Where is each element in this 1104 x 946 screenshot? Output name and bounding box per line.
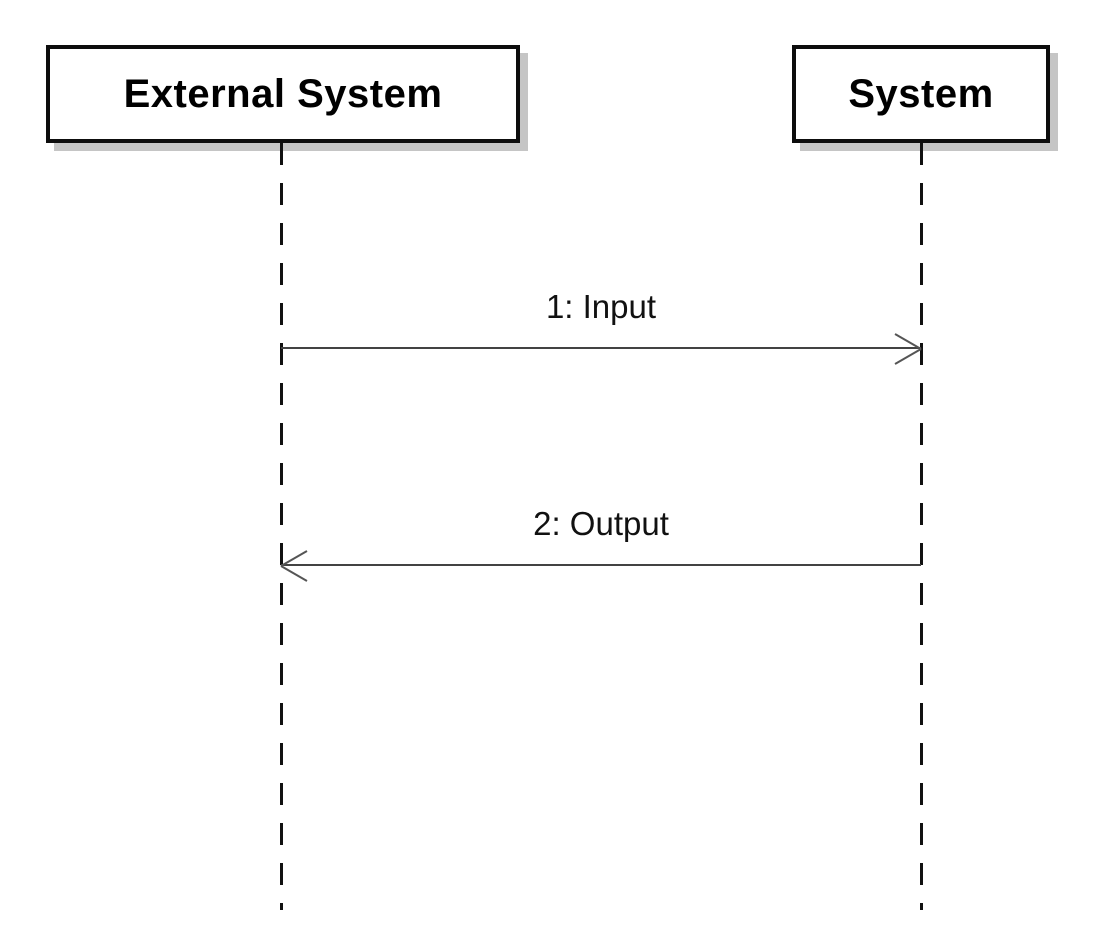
participant-label-system: System <box>848 71 994 116</box>
message-label-2: 2: Output <box>533 505 669 542</box>
message-label-1: 1: Input <box>545 288 657 325</box>
lifeline-external-system <box>280 143 283 910</box>
participant-label-external-system: External System <box>123 71 443 116</box>
message-line-2 <box>281 564 921 566</box>
lifeline-system <box>920 143 923 910</box>
participant-box-external-system[interactable]: External System <box>46 45 520 143</box>
participant-box-system[interactable]: System <box>792 45 1050 143</box>
message-line-1 <box>281 347 921 349</box>
